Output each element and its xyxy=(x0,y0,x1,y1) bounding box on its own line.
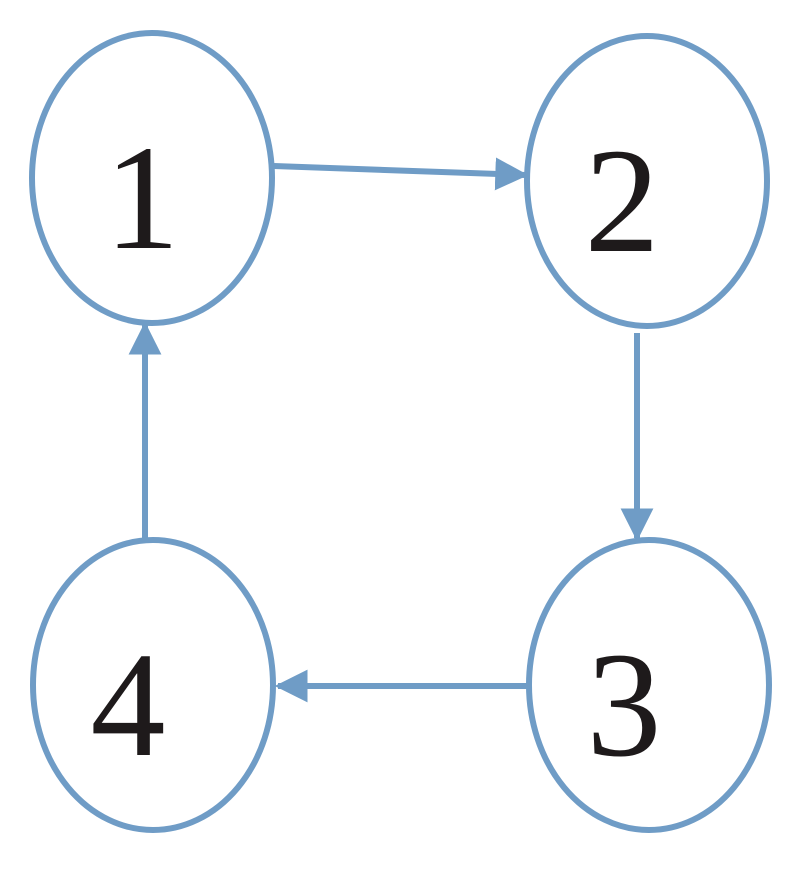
node-2: 2 xyxy=(524,33,770,329)
node-2-circle xyxy=(524,33,770,329)
node-1: 1 xyxy=(29,30,275,326)
node-2-label: 2 xyxy=(585,118,660,284)
node-4: 4 xyxy=(30,537,276,833)
node-4-circle xyxy=(30,537,276,833)
node-1-circle xyxy=(29,30,275,326)
edge-1-to-2 xyxy=(273,157,529,191)
node-3-label: 3 xyxy=(587,622,662,788)
node-3-circle xyxy=(526,537,772,833)
node-3: 3 xyxy=(526,537,772,833)
node-4-label: 4 xyxy=(91,622,166,788)
node-1-label: 1 xyxy=(105,115,180,281)
